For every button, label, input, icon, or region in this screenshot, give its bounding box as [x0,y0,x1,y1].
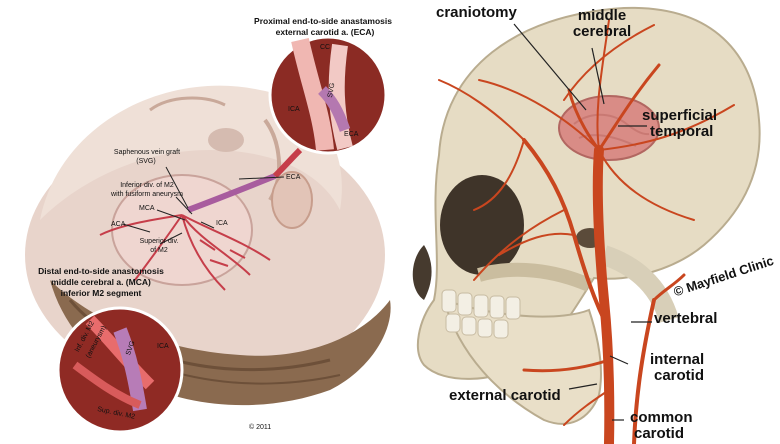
inset-top-eca-label: ECA [344,131,359,138]
mca-label: MCA [139,205,155,212]
superior-div-label-2: of M2 [150,247,168,254]
proximal-subtitle: external carotid a. (ECA) [275,27,375,37]
label-vertebral: vertebral [654,310,718,327]
proximal-title: Proximal end-to-side anastamosis [254,16,392,26]
svg-label: (SVG) [136,158,156,165]
label-craniotomy: craniotomy [436,4,517,21]
label-internal: internal [650,351,705,368]
left-illustration-panel: Proximal end-to-side anastamosis externa… [25,16,392,434]
ica-label-main: ICA [216,220,228,227]
saphenous-label: Saphenous vein graft [113,149,181,156]
inset-top-cc-label: CC [320,44,331,51]
label-cerebral: cerebral [572,23,632,40]
eca-label-main: ECA [286,174,301,181]
right-leader-lines [513,23,652,421]
distal-title-3: inferior M2 segment [60,288,142,298]
copyright-left: © 2011 [249,424,272,431]
eye-socket [440,175,524,275]
aca-label: ACA [111,221,126,228]
label-superficial: superficial [642,107,718,124]
superior-div-label-1: Superior div. [139,238,179,245]
right-illustration-panel: craniotomy middle cerebral superficial t… [404,0,780,444]
label-common-carotid: carotid [634,425,685,442]
inset-bottom-ica-label: ICA [157,343,169,350]
label-internal-carotid: carotid [654,367,705,384]
skull-artery-illustration [412,6,761,444]
label-middle: middle [577,7,627,24]
inferior-div-label: Inferior div. of M2 [120,182,174,189]
distal-inset [56,306,184,434]
left-leader-lines [122,166,285,245]
artery-network [438,19,735,444]
head-surgery-illustration [25,35,391,434]
brain-vessels [99,214,271,291]
distal-title-1: Distal end-to-side anastomosis [38,266,164,276]
label-temporal: temporal [650,123,714,140]
fusiform-label: with fusiform aneurysm [111,191,183,198]
vein-graft [186,173,277,213]
label-external-carotid: external carotid [449,387,561,404]
label-common: common [630,409,693,426]
inset-top-ica-label: ICA [288,106,300,113]
distal-title-2: middle cerebral a. (MCA) [51,277,151,287]
